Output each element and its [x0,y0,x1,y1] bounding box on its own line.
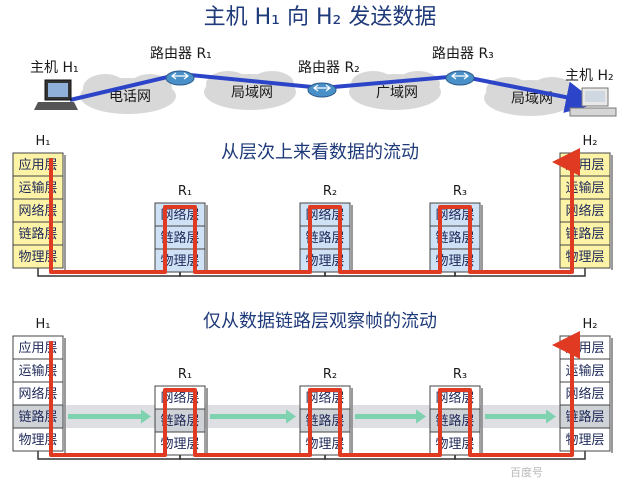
section3-title: 仅从数据链路层观察帧的流动 [203,311,437,332]
section3-frame-view: 应用层运输层网络层链路层物理层应用层运输层网络层链路层物理层网络层链路层物理层网… [12,317,613,460]
layer-label: 物理层 [565,250,604,265]
layer-label: 网络层 [435,207,474,223]
layer-label: 链路层 [18,409,57,425]
cloud-label: 广域网 [376,85,418,101]
layer-label: 物理层 [160,437,199,452]
router-r1-label: 路由器 R₁ [150,46,212,62]
layer-label: 运输层 [565,363,604,379]
layer-cell [154,431,206,456]
layer-cell [429,431,481,456]
layer-label: 网络层 [565,386,604,402]
layer-label: 链路层 [435,230,474,246]
host-h2-label: 主机 H₂ [565,68,614,84]
layer-label: 运输层 [18,180,57,196]
cloud-telephone-network: 电话网 [80,74,176,114]
frame-arrowhead [286,409,296,424]
router-label: R₁ [178,184,192,199]
laptop-icon [34,79,78,110]
layer-cell [429,248,481,273]
layer-cell [299,248,351,273]
data-flow-path [49,331,580,457]
layer-label: 物理层 [18,433,57,448]
layer-label: 链路层 [160,230,199,246]
layer-label: 链路层 [565,409,604,425]
section2-title: 从层次上来看数据的流动 [221,142,419,163]
router-label: R₁ [178,367,192,382]
layer-label: 物理层 [565,433,604,448]
host-h1-label: H₁ [36,317,51,332]
frame-arrowhead [141,409,151,424]
layer-label: 网络层 [435,390,474,406]
layer-label: 物理层 [18,250,57,265]
frame-arrowhead [546,409,556,424]
cloud-label: 局域网 [231,85,273,101]
layer-label: 网络层 [305,390,344,406]
layer-label: 链路层 [305,230,344,246]
frame-arrowhead [416,409,426,424]
layer-label: 网络层 [160,207,199,223]
layer-label: 链路层 [18,226,57,242]
data-flow-path [49,148,580,274]
desktop-icon [569,87,617,117]
layer-cell [154,248,206,273]
router-label: R₂ [323,184,337,199]
layer-label: 应用层 [18,157,57,173]
router-icon-r2 [307,82,337,98]
router-icon-r1 [165,70,195,86]
layer-label: 链路层 [435,413,474,429]
layer-label: 物理层 [435,254,474,269]
router-icon-r3 [445,70,475,86]
layer-label: 链路层 [305,413,344,429]
watermark: 百度号 [510,465,543,479]
cloud-label: 电话网 [109,89,151,105]
layer-label: 网络层 [160,390,199,406]
section1-title: 主机 H₁ 向 H₂ 发送数据 [204,5,437,30]
layer-label: 链路层 [565,226,604,242]
layer-label: 应用层 [18,340,57,356]
layer-label: 网络层 [565,203,604,219]
host-h2-label: H₂ [583,317,598,332]
layer-cell [299,431,351,456]
layer-label: 网络层 [305,207,344,223]
router-label: R₃ [453,367,467,382]
host-h2-label: H₂ [583,134,598,149]
layer-label: 物理层 [435,437,474,452]
layer-label: 物理层 [305,437,344,452]
section2-layer-view: 应用层运输层网络层链路层物理层应用层运输层网络层链路层物理层网络层链路层物理层网… [12,134,613,277]
router-r2-label: 路由器 R₂ [298,60,360,76]
cloud-label: 局域网 [511,91,553,107]
router-label: R₃ [453,184,467,199]
layer-label: 链路层 [160,413,199,429]
router-label: R₂ [323,367,337,382]
host-h1-label: H₁ [36,134,51,149]
layer-label: 运输层 [565,180,604,196]
router-r3-label: 路由器 R₃ [432,46,494,62]
layer-label: 网络层 [18,386,57,402]
layer-label: 网络层 [18,203,57,219]
layer-label: 运输层 [18,363,57,379]
host-h1-label: 主机 H₁ [30,60,79,76]
layer-label: 物理层 [160,254,199,269]
layer-label: 物理层 [305,254,344,269]
